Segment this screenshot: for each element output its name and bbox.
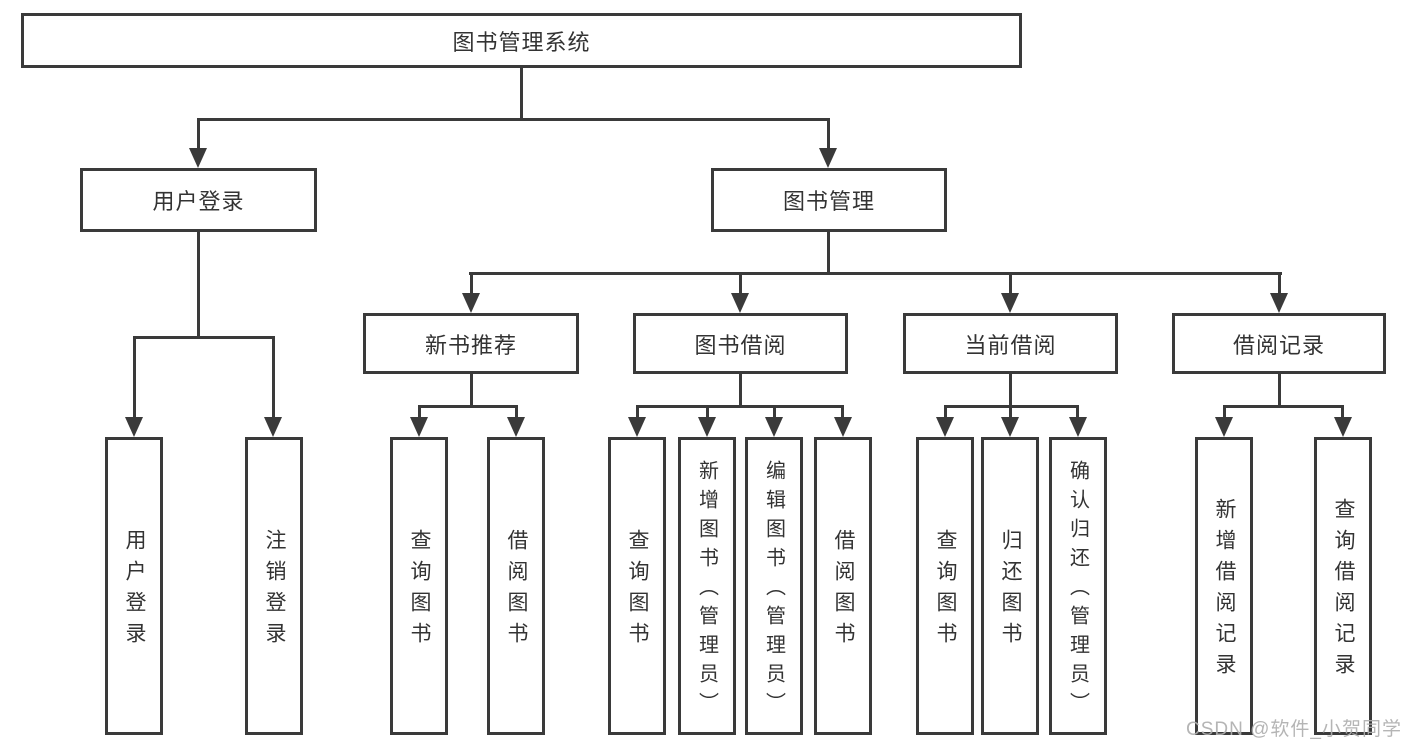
arrow-down-icon [628,417,646,437]
connector-current-vline [1009,374,1012,405]
node-recommend-borrow-books: 借阅图书 [487,437,545,735]
connector-login-vline [197,232,200,336]
node-borrow-query-books: 查询图书 [608,437,666,735]
connector-root-stub-right [827,118,830,148]
node-current-borrowing: 当前借阅 [903,313,1118,374]
node-label: 图书管理系统 [452,29,591,55]
arrow-down-icon [698,417,716,437]
connector-login-stub-left [133,336,136,417]
node-user-login-group: 用户登录 [80,168,317,232]
node-label: 借阅图书 [832,529,855,653]
connector-recommend-hline [418,405,518,408]
connector-borrow-stub-3 [773,405,776,417]
node-label: 查询借阅记录 [1332,498,1355,684]
node-label: 查询图书 [408,529,431,653]
arrow-down-icon [1001,293,1019,313]
connector-records-stub-left [1223,405,1226,417]
connector-current-stub-1 [944,405,947,417]
connector-recommend-stub-right [515,405,518,417]
node-label: 用户登录 [152,189,245,214]
arrow-down-icon [1001,417,1019,437]
arrow-down-icon [410,417,428,437]
node-label: 新增图书（管理员） [695,460,718,721]
connector-borrow-stub-4 [841,405,844,417]
node-return-books: 归还图书 [981,437,1039,735]
node-current-query-books: 查询图书 [916,437,974,735]
node-label: 借阅记录 [1232,332,1325,358]
arrow-down-icon [264,417,282,437]
node-confirm-return-admin: 确认归还（管理员） [1049,437,1107,735]
csdn-watermark: CSDN @软件_小贺同学 [1186,719,1402,740]
connector-current-stub-3 [1076,405,1079,417]
node-label: 查询图书 [626,529,649,653]
arrow-down-icon [462,293,480,313]
node-add-borrow-record: 新增借阅记录 [1195,437,1253,735]
connector-records-stub-right [1341,405,1344,417]
connector-root-stub-left [197,118,200,148]
node-label: 查询图书 [934,529,957,653]
node-user-login: 用户登录 [105,437,163,735]
node-label: 新增借阅记录 [1213,498,1236,684]
node-query-borrow-record: 查询借阅记录 [1314,437,1372,735]
connector-borrow-stub-2 [706,405,709,417]
connector-borrow-stub-1 [636,405,639,417]
node-label: 用户登录 [123,529,146,653]
arrow-down-icon [936,417,954,437]
node-label: 确认归还（管理员） [1066,460,1089,721]
node-recommend-query-books: 查询图书 [390,437,448,735]
node-label: 注销登录 [263,529,286,653]
node-borrowing-records: 借阅记录 [1172,313,1386,374]
node-label: 编辑图书（管理员） [762,460,785,721]
arrow-down-icon [125,417,143,437]
node-borrow-books: 借阅图书 [814,437,872,735]
arrow-down-icon [1215,417,1233,437]
connector-borrow-hline [636,405,844,408]
node-book-management-group: 图书管理 [711,168,947,232]
arrow-down-icon [1270,293,1288,313]
arrow-down-icon [819,148,837,168]
node-label: 图书管理 [782,189,875,214]
arrow-down-icon [1334,417,1352,437]
connector-recommend-stub-left [418,405,421,417]
connector-records-hline [1223,405,1344,408]
node-new-book-recommend: 新书推荐 [363,313,579,374]
node-edit-books-admin: 编辑图书（管理员） [745,437,803,735]
arrow-down-icon [1069,417,1087,437]
connector-borrow-vline [739,374,742,405]
connector-records-vline [1278,374,1281,405]
connector-mgmt-vline [827,232,830,272]
node-add-books-admin: 新增图书（管理员） [678,437,736,735]
arrow-down-icon [834,417,852,437]
node-label: 借阅图书 [505,529,528,653]
connector-root-hline [197,118,830,121]
connector-current-stub-2 [1009,405,1012,417]
node-label: 当前借阅 [964,332,1057,358]
connector-mgmt-stub-3 [1009,272,1012,293]
node-library-management-system: 图书管理系统 [21,13,1022,68]
connector-mgmt-stub-2 [739,272,742,293]
node-label: 图书借阅 [694,332,787,358]
connector-root-vline [520,68,523,118]
node-logout: 注销登录 [245,437,303,735]
arrow-down-icon [731,293,749,313]
node-label: 新书推荐 [424,332,517,358]
arrow-down-icon [507,417,525,437]
connector-login-stub-right [272,336,275,417]
node-book-borrowing: 图书借阅 [633,313,848,374]
connector-mgmt-hline [469,272,1282,275]
connector-mgmt-stub-4 [1278,272,1281,293]
connector-mgmt-stub-1 [470,272,473,293]
arrow-down-icon [765,417,783,437]
connector-login-hline [133,336,275,339]
arrow-down-icon [189,148,207,168]
connector-recommend-vline [470,374,473,405]
node-label: 归还图书 [999,529,1022,653]
